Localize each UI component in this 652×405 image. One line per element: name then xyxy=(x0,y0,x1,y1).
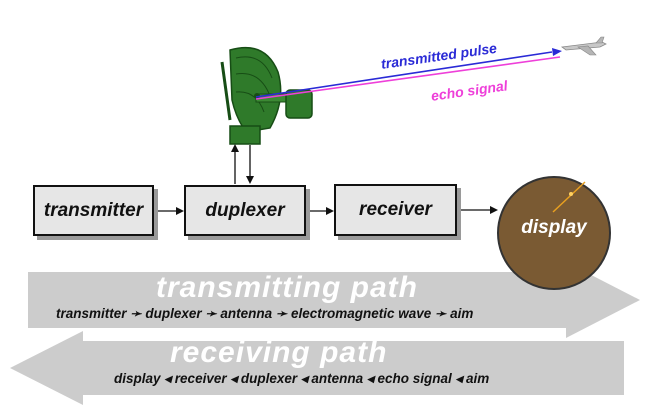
receiver-block: receiver xyxy=(334,184,457,236)
antenna-duplexer-arrows xyxy=(231,144,254,184)
transmitting-path-band xyxy=(28,262,640,338)
receiving-path-sequence: display ◂ receiver ◂ duplexer ◂ antenna … xyxy=(114,371,490,386)
display-label: display xyxy=(521,217,587,238)
receiving-path-title: receiving path xyxy=(170,336,388,369)
duplexer-block: duplexer xyxy=(184,185,306,236)
transmitting-path-sequence: transmitter ➛ duplexer ➛ antenna ➛ elect… xyxy=(56,306,474,321)
transmitter-block: transmitter xyxy=(33,185,154,236)
display-scope: display xyxy=(497,176,611,290)
scope-trace-icon xyxy=(552,181,586,213)
transmitting-path-title: transmitting path xyxy=(156,271,418,304)
block-arrows xyxy=(154,206,498,215)
aircraft-icon xyxy=(560,36,607,56)
receiving-path-band xyxy=(10,331,624,405)
signal-beams xyxy=(255,48,562,100)
